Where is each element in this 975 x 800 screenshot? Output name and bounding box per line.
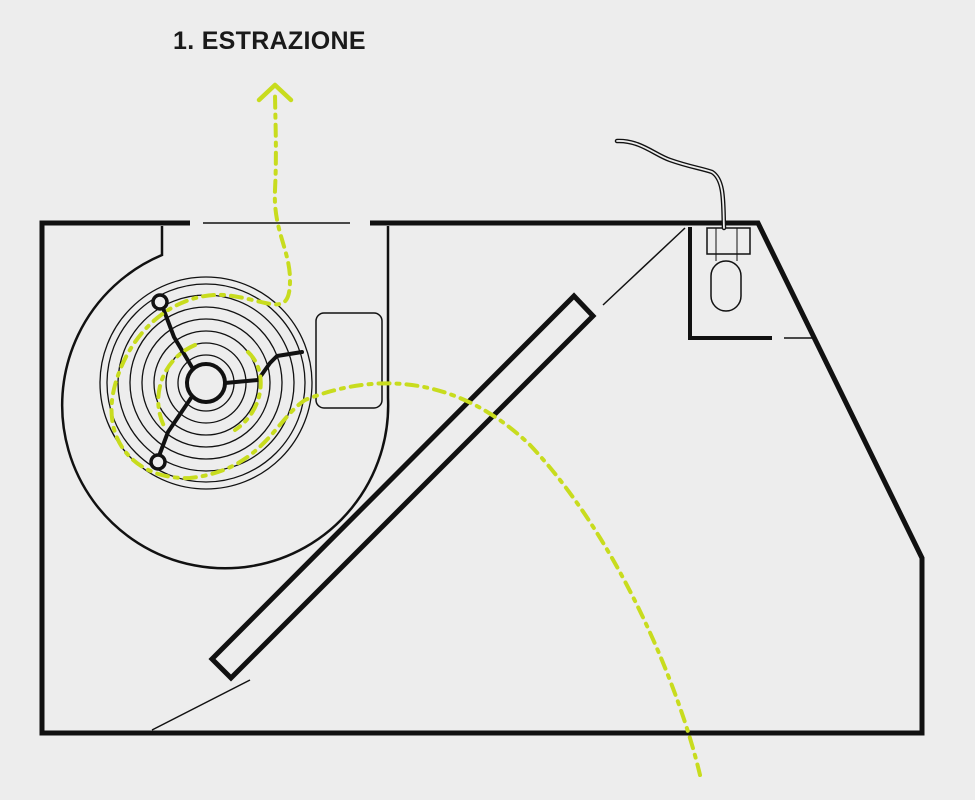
thin-line-lower: [151, 679, 251, 731]
filter-panel: [315, 312, 383, 409]
diagram-title: 1. ESTRAZIONE: [173, 27, 366, 55]
airflow-arrow-icon: [256, 82, 294, 103]
housing-outline: [39, 220, 925, 736]
motor-compartment: [688, 227, 815, 340]
fan-hub: [149, 293, 304, 471]
airflow-path: [109, 88, 702, 777]
fan-volute: [60, 226, 390, 570]
thin-line-upper: [602, 227, 686, 306]
diagonal-panel: [208, 292, 597, 682]
power-cable: [614, 138, 727, 231]
